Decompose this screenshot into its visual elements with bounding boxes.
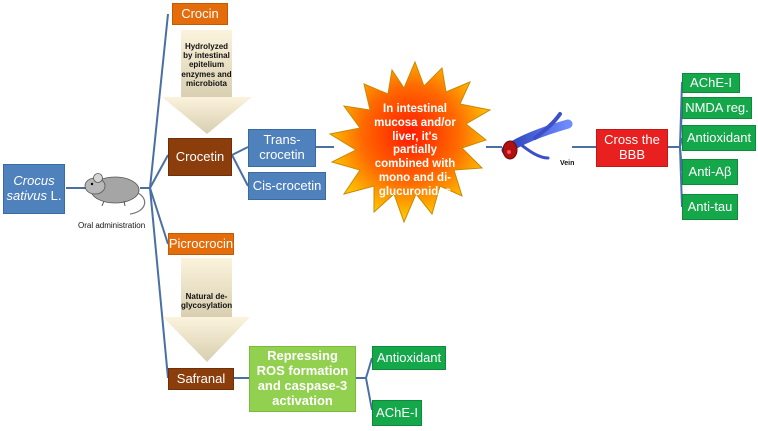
effect-ache-i: AChE-I: [682, 73, 740, 93]
vein-label: Vein: [560, 160, 575, 167]
safranal-effect-ache-i: AChE-I: [372, 400, 422, 426]
crocus-sativus-box: Crocus sativus L.: [3, 164, 65, 214]
crocin-box: Crocin: [172, 3, 228, 25]
effect-anti-abeta: Anti-Aβ: [682, 159, 738, 185]
hydrolyzed-label: Hydrolyzed by intestinal epitelium enzym…: [181, 42, 232, 88]
glucuronides-text: In intestinal mucosa and/or liver, it's …: [374, 103, 456, 198]
connector-lines: [66, 13, 683, 411]
down-arrow-shape: [162, 30, 252, 134]
cis-crocetin-box: Cis-crocetin: [248, 172, 326, 200]
trans-crocetin-box: Trans-crocetin: [248, 129, 316, 167]
repressing-ros-box: Repressing ROS formation and caspase-3 a…: [249, 346, 356, 412]
mouse-icon: [82, 173, 146, 215]
effect-nmda-reg: NMDA reg.: [682, 97, 752, 119]
starburst-shape: [328, 60, 492, 224]
vein-icon: [501, 112, 573, 160]
effect-anti-tau: Anti-tau: [682, 194, 738, 220]
oral-administration-label: Oral administration: [78, 221, 146, 230]
picrocrocin-box: Picrocrocin: [168, 233, 234, 255]
down-arrow-shape: [163, 258, 250, 362]
source-name-suffix: L.: [47, 188, 62, 203]
crocetin-box: Crocetin: [168, 138, 232, 176]
source-name-italic: Crocus sativus: [6, 173, 55, 203]
effect-antioxidant: Antioxidant: [682, 125, 756, 151]
cross-bbb-box: Cross the BBB: [596, 129, 668, 167]
safranal-box: Safranal: [168, 368, 234, 390]
deglycosylation-label: Natural de-glycosylation: [181, 292, 233, 311]
safranal-effect-antioxidant: Antioxidant: [372, 346, 446, 370]
